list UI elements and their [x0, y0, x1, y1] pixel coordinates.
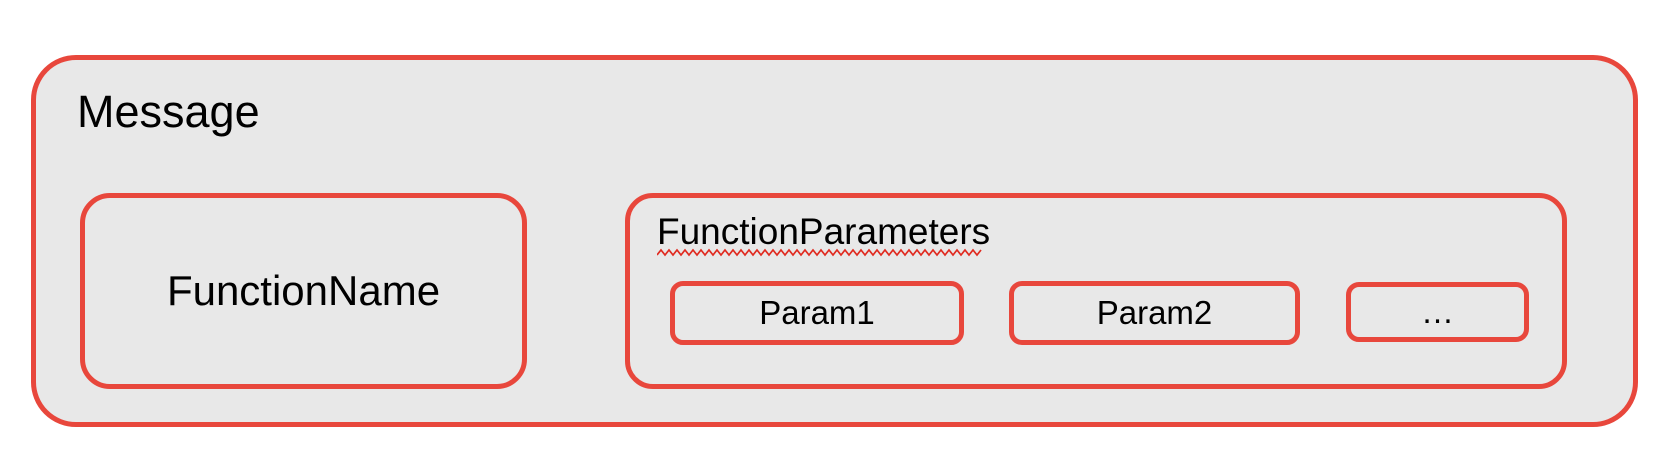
message-label: Message: [77, 86, 260, 137]
message-box: Message FunctionName FunctionParameters …: [31, 55, 1638, 427]
function-parameters-label: FunctionParameters: [657, 211, 991, 252]
function-parameters-box: FunctionParameters Param1 Param2 …: [625, 193, 1567, 389]
param1-label: Param1: [759, 294, 875, 331]
param-ellipsis-box: …: [1346, 282, 1529, 342]
param1-box: Param1: [670, 281, 964, 345]
param-ellipsis-label: …: [1421, 293, 1454, 330]
function-name-label: FunctionName: [166, 267, 441, 314]
spellcheck-squiggle-path: [657, 248, 982, 257]
function-name-box: FunctionName: [80, 193, 527, 389]
param2-label: Param2: [1096, 294, 1213, 331]
spellcheck-squiggle-icon: [657, 248, 982, 257]
param2-box: Param2: [1009, 281, 1300, 345]
